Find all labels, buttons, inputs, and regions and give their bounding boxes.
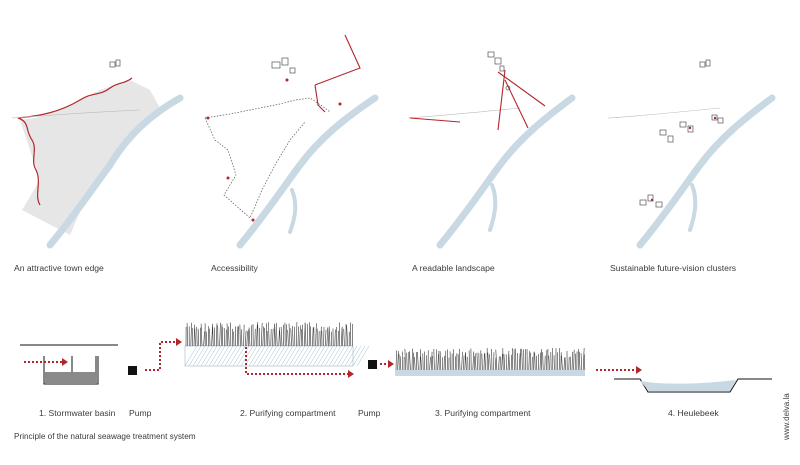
- town-edge-line: [17, 77, 133, 206]
- map-panels: [11, 34, 776, 249]
- heulebeek: [596, 366, 772, 393]
- purifying-compartment-2: [184, 322, 370, 367]
- side-channel: [288, 188, 298, 234]
- river: [46, 94, 184, 249]
- step-label: 2. Purifying compartment: [240, 408, 336, 418]
- side-channel: [688, 183, 698, 232]
- route-red: [314, 34, 361, 113]
- stormwater-basin: [20, 344, 118, 385]
- red-markers: [206, 78, 342, 222]
- building-cluster: [639, 59, 724, 208]
- path-line: [11, 109, 141, 119]
- side-channel: [488, 183, 498, 232]
- path-line: [407, 107, 521, 119]
- route-dotted: [204, 97, 331, 219]
- map-caption: Accessibility: [211, 263, 258, 273]
- flow-arrow: [145, 341, 176, 371]
- river: [236, 94, 379, 249]
- path-line: [607, 107, 721, 119]
- landmark: [505, 85, 511, 91]
- step-label: 3. Purifying compartment: [435, 408, 531, 418]
- sightlines: [409, 69, 546, 131]
- step-label: Pump: [129, 408, 152, 418]
- map-accessibility: [204, 34, 379, 249]
- building-cluster: [487, 51, 505, 72]
- river: [636, 94, 776, 249]
- map-caption: An attractive town edge: [14, 263, 104, 273]
- town-edge-area: [20, 80, 160, 235]
- red-markers: [650, 116, 717, 202]
- flow-arrow: [245, 347, 348, 375]
- step-label: Pump: [358, 408, 381, 418]
- building-cluster: [271, 57, 296, 74]
- step-label: 1. Stormwater basin: [39, 408, 116, 418]
- map-town-edge: [11, 59, 184, 249]
- diagram-caption: Principle of the natural seawage treatme…: [14, 432, 196, 441]
- purifying-compartment-3: [395, 347, 586, 376]
- map-readable-landscape: [407, 51, 576, 249]
- map-caption: Sustainable future-vision clusters: [610, 263, 737, 273]
- step-label: 4. Heulebeek: [668, 408, 719, 418]
- building-cluster: [109, 59, 121, 68]
- map-future-clusters: [607, 59, 776, 249]
- pump-icon: [128, 366, 137, 375]
- river: [436, 94, 576, 249]
- pump-icon: [368, 360, 377, 369]
- credit-text: www.delva.la: [782, 393, 791, 440]
- map-caption: A readable landscape: [412, 263, 495, 273]
